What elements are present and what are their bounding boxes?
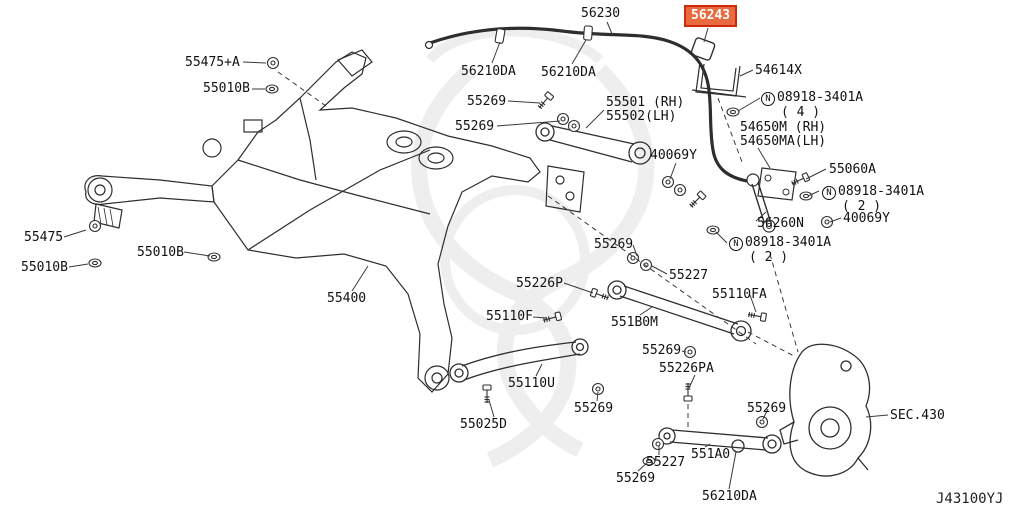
part-label-55269-1[interactable]: 55269 xyxy=(467,94,507,109)
part-label-55110u[interactable]: 55110U xyxy=(508,376,555,391)
part-label-55227-2[interactable]: 55227 xyxy=(646,455,686,470)
washer-icon xyxy=(567,119,581,133)
part-label-55501-55502[interactable]: 55501 (RH) 55502(LH) xyxy=(606,96,684,124)
part-label-55227-1[interactable]: 55227 xyxy=(669,268,709,283)
watermark xyxy=(411,26,655,468)
part-label-sec430[interactable]: SEC.430 xyxy=(890,408,945,423)
part-label-55226p[interactable]: 55226P xyxy=(516,276,563,291)
part-label-56210da-2[interactable]: 56210DA xyxy=(541,65,596,80)
part-label-55010b-1[interactable]: 55010B xyxy=(203,81,250,96)
part-label-56260n[interactable]: 56260N xyxy=(757,216,804,231)
washer-icon xyxy=(556,112,570,126)
part-label-55269-2[interactable]: 55269 xyxy=(455,119,495,134)
part-label-56230[interactable]: 56230 xyxy=(581,6,621,21)
part-label-55110fa[interactable]: 55110FA xyxy=(712,287,767,302)
part-label-40069y-2[interactable]: 40069Y xyxy=(843,211,890,226)
washer-icon xyxy=(88,219,102,233)
bolt-icon xyxy=(687,190,707,210)
nut-icon xyxy=(207,252,221,262)
fasteners xyxy=(88,25,834,466)
quantity: ( 4 ) xyxy=(781,105,821,120)
part-label-551b0m[interactable]: 551B0M xyxy=(611,315,658,330)
part-label-55269-6[interactable]: 55269 xyxy=(747,401,787,416)
bolt-icon xyxy=(589,287,611,303)
part-label-55400[interactable]: 55400 xyxy=(327,291,367,306)
part-label-55060a[interactable]: 55060A xyxy=(829,162,876,177)
clamp-icon xyxy=(494,27,506,45)
clamp-icon xyxy=(582,25,594,41)
bolt-icon xyxy=(746,309,768,323)
subframe-drawing xyxy=(84,49,585,393)
washer-icon xyxy=(266,56,280,70)
washer-icon xyxy=(755,415,769,429)
quantity: ( 2 ) xyxy=(842,199,882,214)
dashed-lines xyxy=(277,71,799,428)
bolt-icon xyxy=(683,382,693,402)
part-label-55475[interactable]: 55475 xyxy=(24,230,64,245)
suspension-links-drawing xyxy=(449,122,782,454)
nut-icon xyxy=(88,258,102,268)
knuckle-drawing xyxy=(779,343,872,477)
part-label-55269-4[interactable]: 55269 xyxy=(642,343,682,358)
washer-icon xyxy=(683,345,697,359)
stabilizer-bar-drawing xyxy=(424,26,797,233)
washer-icon xyxy=(673,183,687,197)
part-label-54614x[interactable]: 54614X xyxy=(755,63,802,78)
part-label-551a0[interactable]: 551A0 xyxy=(691,447,731,462)
leader-lines xyxy=(63,21,889,490)
circled-n-icon: N xyxy=(761,92,775,106)
part-label-55010b-3[interactable]: 55010B xyxy=(137,245,184,260)
nut-icon xyxy=(265,84,279,94)
bolt-icon xyxy=(535,90,555,112)
circled-n-icon: N xyxy=(729,237,743,251)
part-label-55010b-2[interactable]: 55010B xyxy=(21,260,68,275)
part-number-rh: 55501 (RH) xyxy=(606,95,685,110)
part-label-56210da-3[interactable]: 56210DA xyxy=(702,489,757,504)
bolt-icon xyxy=(789,172,811,188)
washer-icon xyxy=(661,175,675,189)
part-label-55110f[interactable]: 55110F xyxy=(486,309,533,324)
part-number: 08918-3401A xyxy=(777,90,864,105)
part-label-55025d[interactable]: 55025D xyxy=(460,417,507,432)
part-label-55269-3[interactable]: 55269 xyxy=(594,237,634,252)
part-label-40069y-1[interactable]: 40069Y xyxy=(650,148,697,163)
bolt-icon xyxy=(482,384,492,404)
part-number-rh: 54650M (RH) xyxy=(740,120,827,135)
part-label-56243-highlighted[interactable]: 56243 xyxy=(684,5,738,27)
nut-icon xyxy=(799,191,813,201)
part-label-55269-7[interactable]: 55269 xyxy=(616,471,656,486)
part-label-55269-5[interactable]: 55269 xyxy=(574,401,614,416)
part-label-55475a[interactable]: 55475+A xyxy=(185,55,240,70)
washer-icon xyxy=(639,258,653,272)
part-number: 08918-3401A xyxy=(745,235,832,250)
part-label-56210da-1[interactable]: 56210DA xyxy=(461,64,516,79)
nut-icon xyxy=(726,107,740,117)
drawing-code: J43100YJ xyxy=(936,491,1004,507)
washer-icon xyxy=(651,437,665,451)
part-label-54650m[interactable]: 54650M (RH) 54650MA(LH) xyxy=(740,121,826,149)
part-number-lh: 55502(LH) xyxy=(606,109,677,124)
circled-n-icon: N xyxy=(822,186,836,200)
quantity: ( 2 ) xyxy=(749,250,789,265)
part-number-lh: 54650MA(LH) xyxy=(740,134,827,149)
part-number: 08918-3401A xyxy=(838,184,925,199)
part-label-55226pa[interactable]: 55226PA xyxy=(659,361,714,376)
